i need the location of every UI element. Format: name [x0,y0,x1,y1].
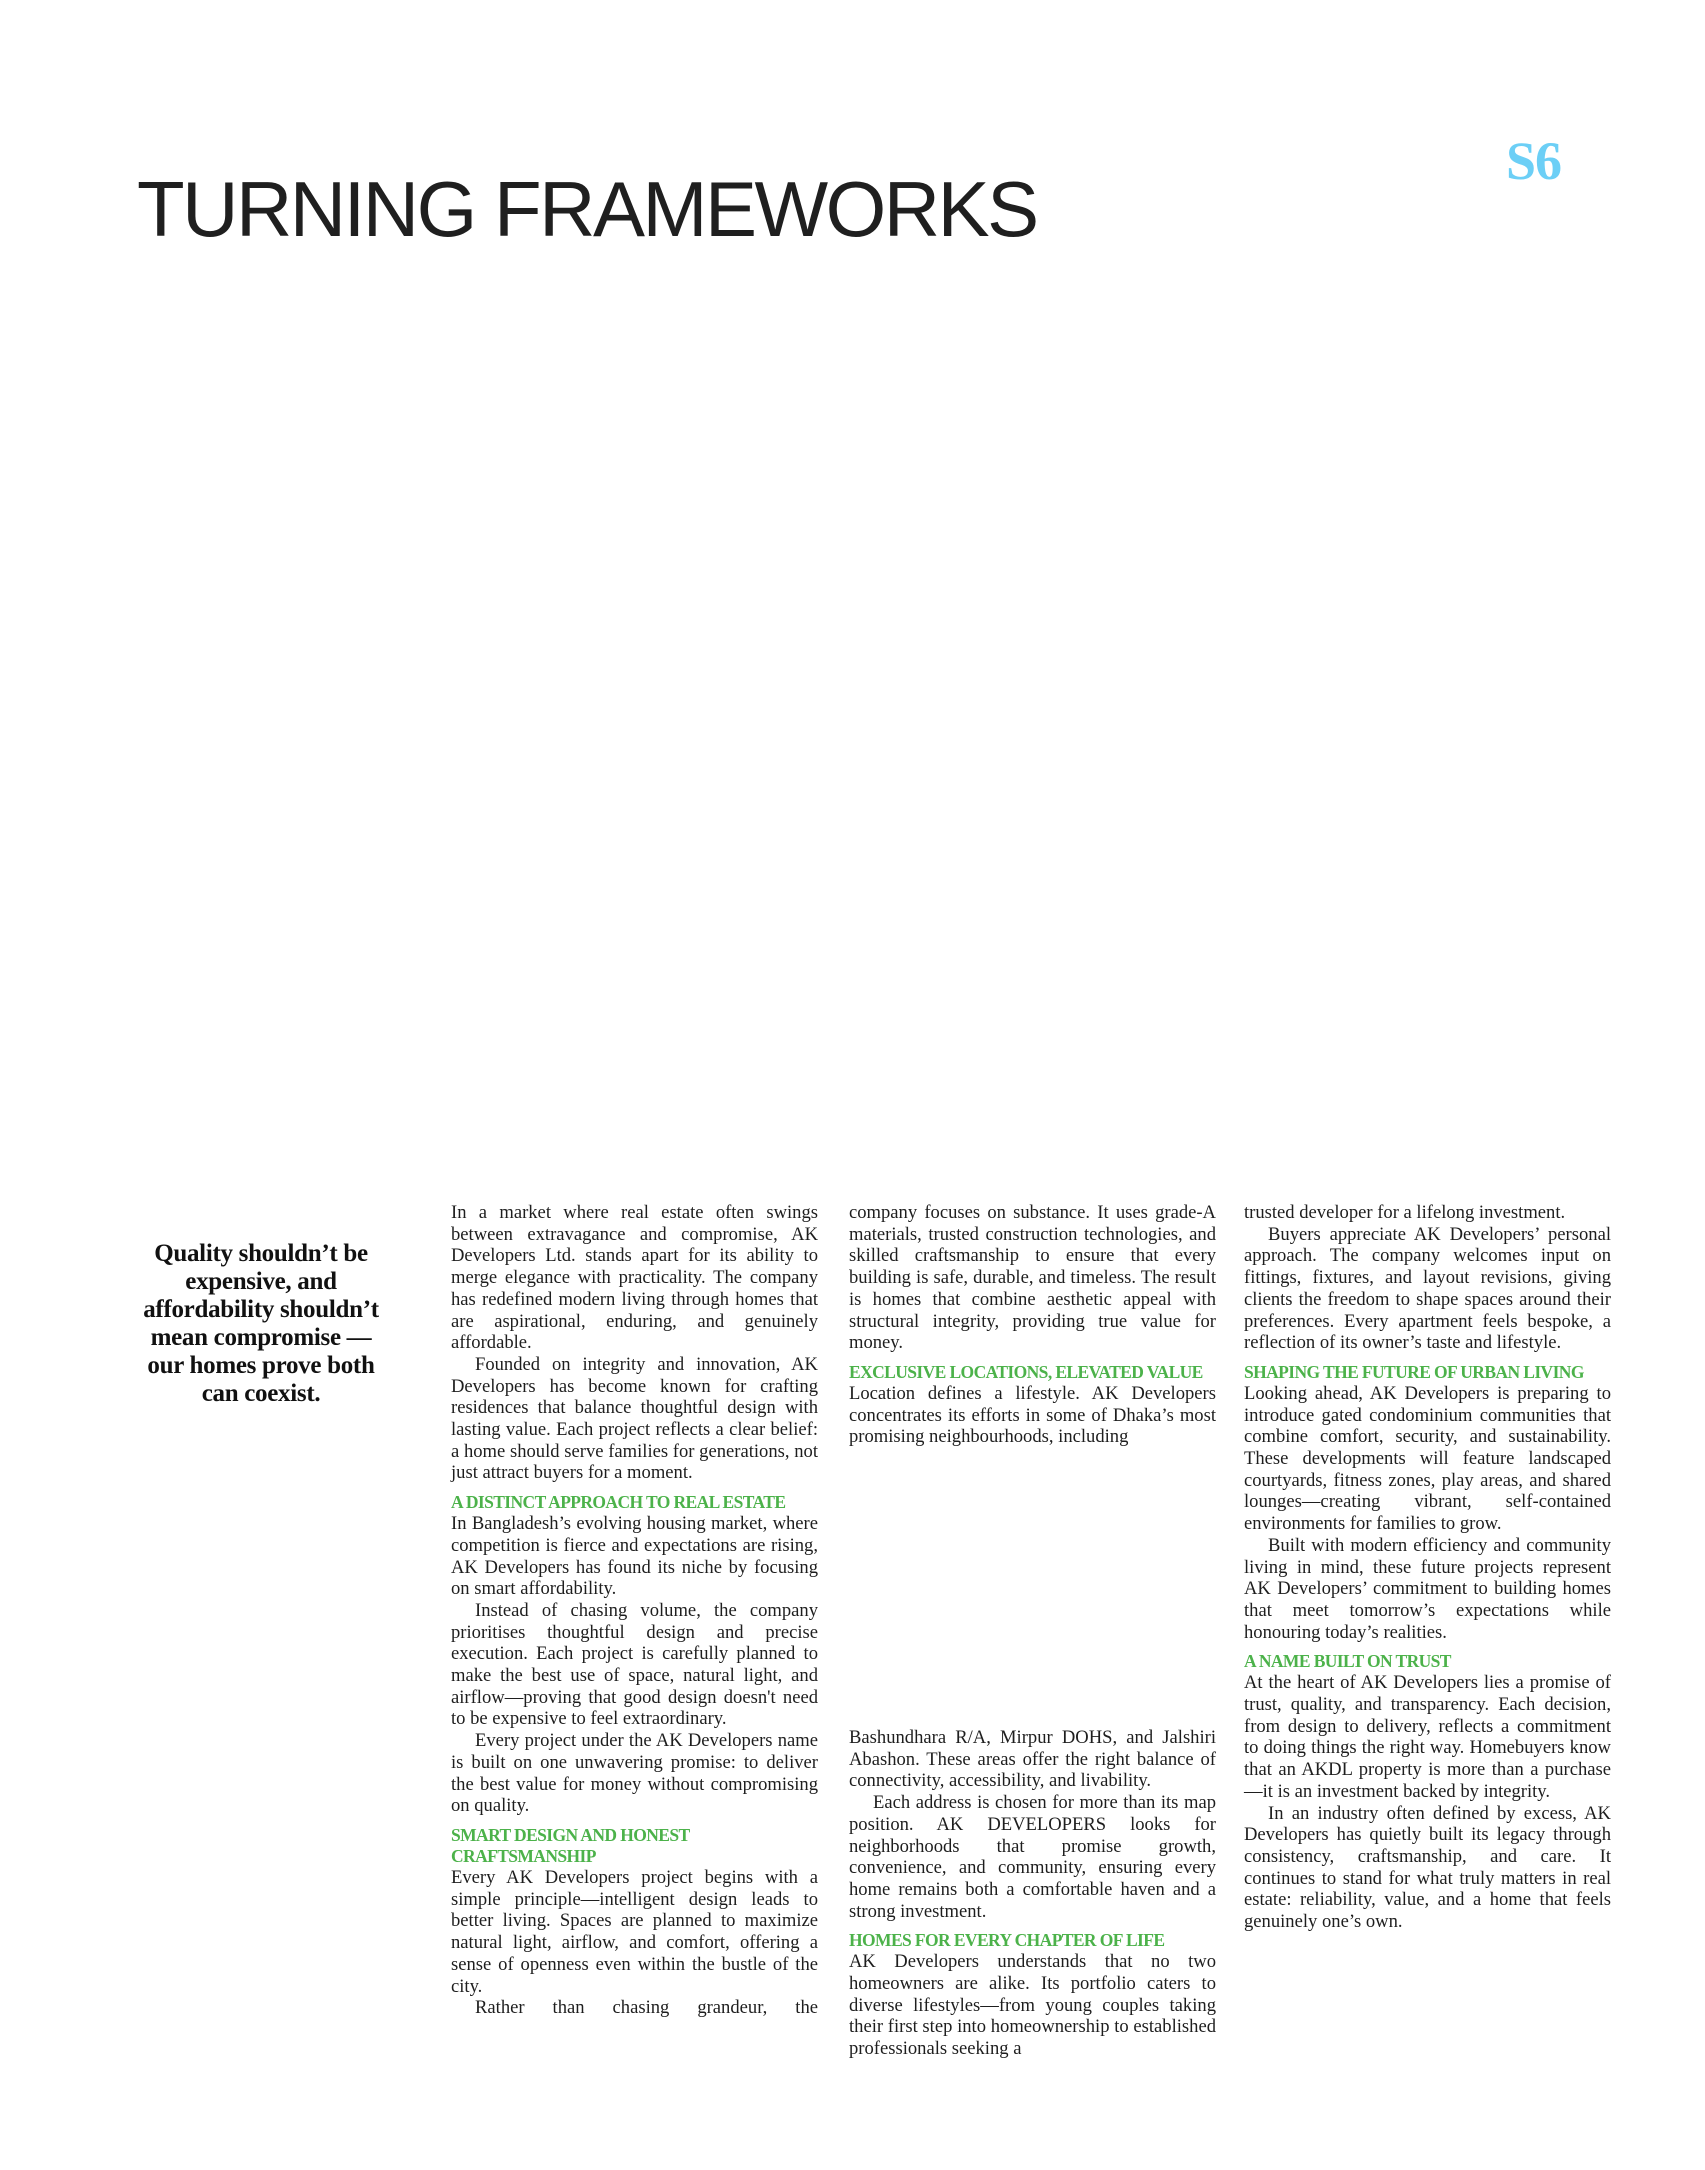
article-column-1: In a market where real estate often swin… [451,1202,818,2019]
paragraph: In Bangladesh’s evolving housing market,… [451,1513,818,1600]
paragraph: Rather than chasing grandeur, the [475,1997,818,2019]
paragraph: Looking ahead, AK Developers is preparin… [1244,1382,1611,1535]
paragraph: Instead of chasing volume, the company p… [451,1599,818,1730]
section-heading: A DISTINCT APPROACH TO REAL ESTATE [451,1492,786,1513]
paragraph: Every AK Developers project begins with … [451,1866,818,1997]
section-heading: SMART DESIGN AND HONEST CRAFTSMANSHIP [451,1824,690,1866]
section-heading: EXCLUSIVE LOCATIONS, ELEVATED VALUE [849,1361,1203,1382]
page-number: S6 [1506,131,1562,191]
article-column-2-top: company focuses on substance. It uses gr… [849,1202,1216,1448]
paragraph: company focuses on substance. It uses gr… [849,1202,1216,1354]
paragraph: Founded on integrity and innovation, AK … [451,1353,818,1484]
paragraph: trusted developer for a lifelong investm… [1244,1202,1566,1223]
paragraph: Every project under the AK Developers na… [451,1730,818,1817]
paragraph: In an industry often defined by excess, … [1244,1802,1611,1933]
paragraph: Each address is chosen for more than its… [849,1792,1216,1922]
page-title: TURNING FRAMEWORKS [137,165,1039,254]
section-heading: SHAPING THE FUTURE OF URBAN LIVING [1244,1361,1584,1382]
paragraph: Buyers appreciate AK Developers’ persona… [1244,1223,1611,1354]
section-heading: HOMES FOR EVERY CHAPTER OF LIFE [849,1930,1165,1951]
section-heading: A NAME BUILT ON TRUST [1244,1651,1451,1672]
article-column-3: trusted developer for a lifelong investm… [1244,1202,1611,1933]
paragraph: Location defines a lifestyle. AK Develop… [849,1382,1216,1448]
paragraph: Bashundhara R/A, Mirpur DOHS, and Jalshi… [849,1727,1216,1792]
paragraph: AK Developers understands that no two ho… [849,1951,1216,2060]
pull-quote: Quality shouldn’t be expensive, and affo… [143,1240,379,1407]
paragraph: At the heart of AK Developers lies a pro… [1244,1672,1611,1802]
paragraph: In a market where real estate often swin… [451,1202,818,1354]
article-column-2-bottom: Bashundhara R/A, Mirpur DOHS, and Jalshi… [849,1727,1216,2060]
paragraph: Built with modern efficiency and communi… [1244,1534,1611,1643]
